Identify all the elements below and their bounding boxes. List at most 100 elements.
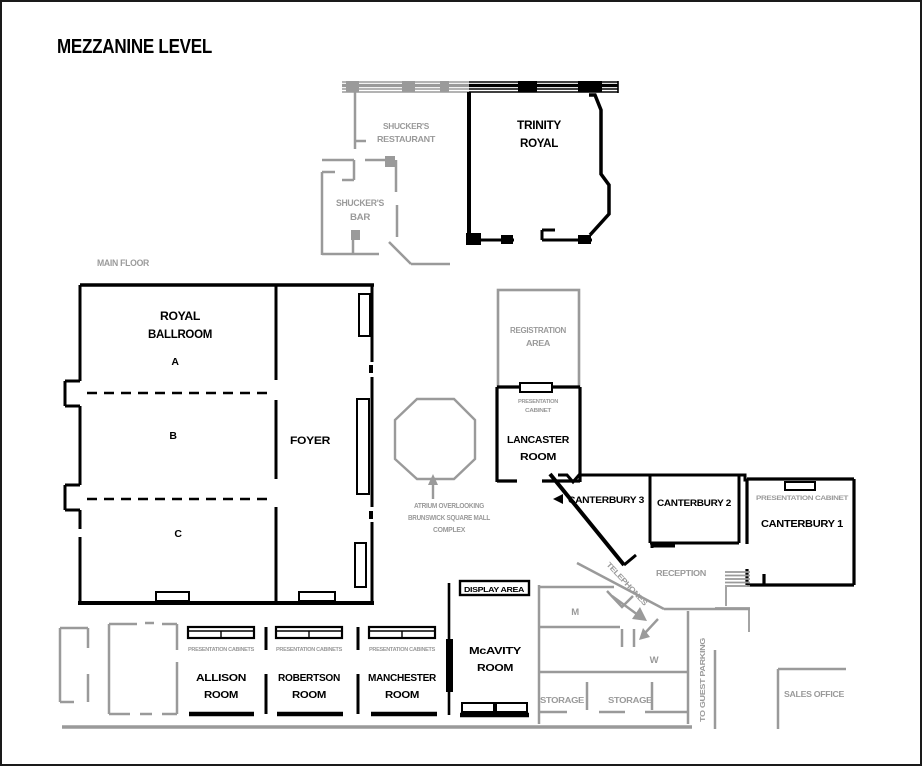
canterbury1-cabinet-rect (784, 481, 816, 491)
royal-ballroom-label-2: BALLROOM (148, 329, 212, 341)
allison-room: PRESENTATION CABINETS ALLISON ROOM (186, 625, 256, 717)
trinity-royal-label-1: TRINITY (517, 120, 562, 132)
storage2-label: STORAGE (608, 696, 653, 705)
band-black-lines (469, 81, 619, 93)
gray-room-1-walls (58, 626, 90, 704)
sales-office-label: SALES OFFICE (784, 689, 845, 699)
flow-arrow-1-head-icon (632, 607, 647, 621)
manchester-cabinet-detail (369, 630, 435, 638)
foyer-window-3 (354, 542, 367, 588)
allison-cabinet-detail (188, 630, 254, 638)
robertson-label-2: ROOM (292, 690, 326, 701)
trinity-column-3 (578, 235, 591, 244)
mcavity-room: McAVITY ROOM (446, 583, 529, 718)
robertson-cabinets-label: PRESENTATION CABINETS (276, 647, 343, 653)
canterbury3-diagonal-wall (548, 472, 626, 567)
flow-arrow-1-shaft (611, 595, 639, 616)
shuckers-restaurant-label-1: SHUCKER'S (383, 121, 430, 131)
canterbury2-label: CANTERBURY 2 (657, 498, 731, 509)
meeting-rooms-row: PRESENTATION CABINETS ALLISON ROOM PRESE… (186, 625, 437, 717)
ballroom-door-rect-1 (155, 591, 190, 602)
shuckers-bar-label-1: SHUCKER'S (336, 198, 384, 208)
bar-walls (320, 158, 450, 266)
manchester-cabinets-label: PRESENTATION CABINETS (369, 647, 436, 653)
shuckers-bar-label-2: BAR (350, 212, 371, 222)
canterbury2-walls (648, 475, 741, 548)
canterbury1-walls (745, 477, 856, 587)
shuckers-restaurant-label-2: RESTAURANT (377, 134, 436, 144)
registration-label-1: REGISTRATION (510, 326, 567, 335)
washroom-w-label: W (650, 655, 659, 666)
mcavity-left-wall-thick (446, 639, 453, 692)
display-area-label: DISPLAY AREA (464, 585, 525, 594)
band-gray-block-3 (440, 81, 449, 92)
atrium-note-2: BRUNSWICK SQUARE MALL (408, 515, 491, 522)
page-title: MEZZANINE LEVEL (57, 36, 212, 58)
main-floor-label: MAIN FLOOR (97, 258, 150, 268)
service-walls (537, 585, 690, 724)
lancaster-label-1: LANCASTER (507, 434, 570, 446)
to-guest-parking-label: TO GUEST PARKING (698, 637, 707, 722)
shuckers-bar: SHUCKER'S BAR (320, 156, 450, 266)
shuckers-restaurant: SHUCKER'S RESTAURANT (353, 92, 436, 149)
band-gray-block-2 (402, 81, 415, 92)
gray-room-2-walls (107, 621, 179, 716)
display-area: DISPLAY AREA (458, 579, 531, 597)
flow-arrow-2-shaft (644, 618, 659, 634)
restaurant-walls (353, 92, 366, 149)
atrium-octagon (393, 397, 477, 481)
sales-office-walls (776, 667, 846, 729)
skywalk-band (342, 81, 619, 93)
unlabeled-rooms (58, 621, 179, 716)
band-black-block-1 (518, 81, 537, 92)
foyer-window-2 (356, 398, 370, 495)
storage1-label: STORAGE (540, 696, 585, 705)
robertson-cabinet-detail (276, 630, 342, 638)
ballroom-section-c: C (174, 528, 182, 540)
allison-label-2: ROOM (204, 690, 238, 701)
reception-label: RECEPTION (656, 569, 707, 578)
trinity-right-wall (588, 93, 611, 237)
allison-cabinets-label: PRESENTATION CABINETS (188, 647, 255, 653)
lancaster-label-2: ROOM (520, 451, 557, 463)
mcavity-label-2: ROOM (477, 662, 514, 674)
atrium-note-1: ATRIUM OVERLOOKING (414, 503, 485, 510)
canterbury-2: CANTERBURY 2 (648, 475, 741, 548)
lancaster-cabinet-label-1: PRESENTATION (518, 399, 558, 405)
trinity-bottom-walls (469, 228, 592, 242)
mcavity-label-1: McAVITY (469, 645, 521, 657)
manchester-label-1: MANCHESTER (368, 673, 437, 684)
band-gray-block-1 (346, 81, 359, 92)
royal-ballroom: ROYAL BALLROOM A B C FOYER (63, 283, 374, 605)
robertson-label-1: ROBERTSON (278, 673, 340, 684)
door-swing-icon (606, 590, 634, 609)
flow-arrow-2-head-icon (639, 628, 650, 640)
robertson-room: PRESENTATION CABINETS ROBERTSON ROOM (274, 625, 344, 717)
reception-diagonal-wall (576, 561, 750, 611)
ballroom-section-a: A (171, 356, 179, 368)
trinity-royal-label-2: ROYAL (520, 138, 558, 150)
canterbury3-top-wall (558, 473, 747, 485)
ballroom-partition-dashed (87, 391, 270, 501)
display-area-box (458, 579, 531, 597)
guest-parking: TO GUEST PARKING (698, 637, 717, 729)
canterbury3-label: CANTERBURY 3 (568, 495, 644, 506)
sales-office: SALES OFFICE (776, 667, 846, 729)
lancaster-cabinet-label-2: CABINET (525, 408, 552, 414)
ballroom-section-b: B (169, 430, 177, 442)
bar-block-2 (351, 230, 360, 240)
mcavity-cabinet-2 (495, 702, 528, 713)
ballroom-left-wall (63, 285, 82, 603)
stairs-icon (715, 571, 750, 632)
bar-block-1 (385, 156, 395, 167)
foyer-door-mark-2 (369, 511, 373, 519)
canterbury1-label: CANTERBURY 1 (761, 518, 843, 530)
canterbury1-cabinet-label: PRESENTATION CABINET (756, 495, 848, 502)
door-arrow-icon (553, 494, 563, 504)
manchester-label-2: ROOM (385, 690, 419, 701)
band-black-block-2 (578, 81, 602, 92)
washroom-m-label: M (571, 607, 579, 618)
allison-label-1: ALLISON (196, 673, 246, 684)
trinity-royal-room: TRINITY ROYAL (466, 92, 611, 245)
